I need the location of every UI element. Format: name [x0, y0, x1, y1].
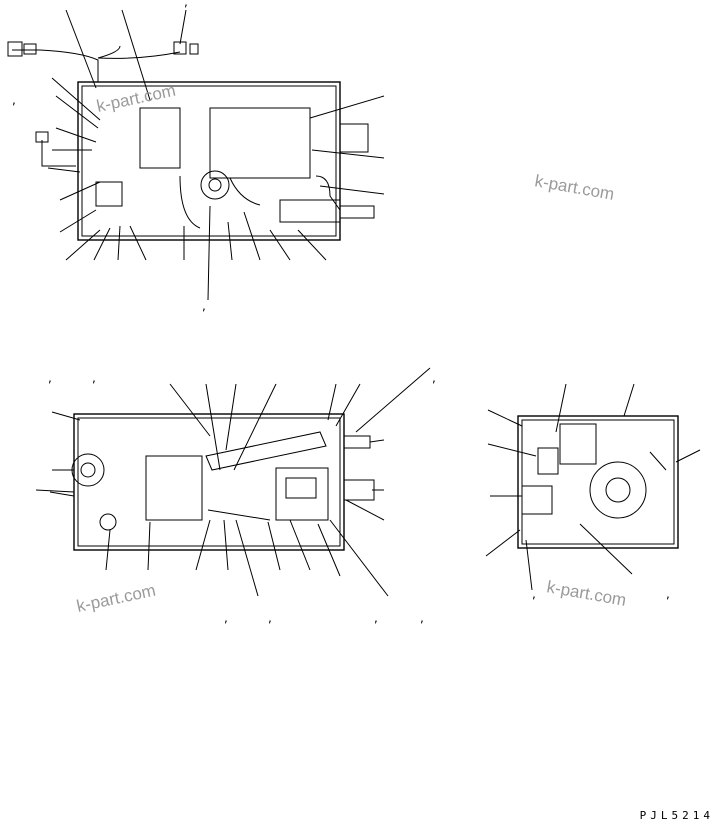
wiring-harness	[12, 49, 181, 82]
side-fan-wheel	[589, 461, 647, 519]
heater-unit	[145, 455, 203, 521]
duct-hose	[205, 431, 327, 471]
svg-text:,: ,	[432, 371, 436, 385]
top-view-assembly	[7, 9, 385, 301]
svg-text:,: ,	[92, 371, 96, 385]
comma-marks: , , , , , , , , , , , ,	[12, 0, 670, 625]
heater-core	[139, 107, 181, 169]
drawing-code: PJL5214	[639, 809, 714, 822]
svg-text:,: ,	[12, 93, 16, 107]
svg-text:,: ,	[224, 611, 228, 625]
svg-text:,: ,	[202, 299, 206, 313]
svg-text:,: ,	[268, 611, 272, 625]
watermark-2: k-part.com	[533, 171, 615, 204]
harness-connector-left	[7, 41, 23, 57]
side-frame-outline	[517, 415, 679, 549]
svg-text:,: ,	[184, 0, 188, 9]
svg-text:,: ,	[374, 611, 378, 625]
fan-wheel	[71, 453, 105, 487]
control-box	[275, 467, 329, 521]
svg-text:,: ,	[666, 587, 670, 601]
leader-lines	[47, 9, 385, 301]
pump-wheel	[200, 170, 230, 200]
side-leader-lines	[485, 383, 701, 591]
svg-text:,: ,	[48, 371, 52, 385]
watermark-4: k-part.com	[545, 577, 627, 610]
side-view-assembly	[485, 383, 701, 591]
harness-connector-mid	[23, 43, 37, 55]
svg-text:,: ,	[532, 587, 536, 601]
blower-motor	[339, 123, 369, 153]
front-leader-lines	[49, 367, 431, 597]
coolant-hose	[179, 175, 261, 229]
svg-text:,: ,	[420, 611, 424, 625]
front-view-assembly	[35, 367, 431, 597]
watermark-3: k-part.com	[75, 581, 157, 616]
